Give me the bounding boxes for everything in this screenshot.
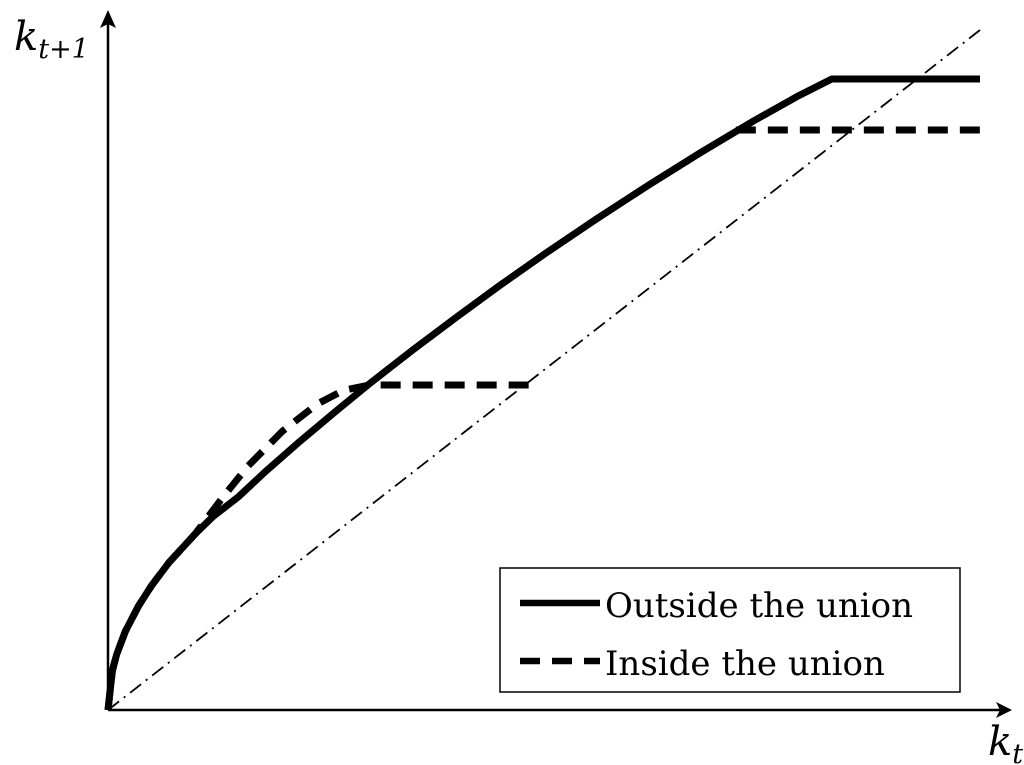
y-axis-label-main: k [14,14,38,60]
x-axis-label-sub: t [1012,739,1023,765]
y-axis-label-group: kt+1 [14,14,89,65]
y-axis-label-sub: t+1 [38,34,89,65]
x-axis-label-group: kt [988,719,1023,765]
axes [100,10,1012,718]
legend: Outside the union Inside the union [499,567,961,693]
y-axis-label: kt+1 [14,14,89,65]
series-inside-union-lower [104,381,536,711]
forty-five-degree-line [107,29,981,711]
y-axis-arrow-icon [100,10,116,28]
series-outside-union [104,75,980,711]
legend-label-inside-union: Inside the union [605,644,885,684]
x-axis-label-main: k [988,719,1012,765]
x-axis-label: kt [988,719,1023,765]
x-axis-arrow-icon [996,702,1012,718]
legend-box [499,567,961,693]
legend-label-outside-union: Outside the union [605,586,913,626]
series-layer [104,29,981,711]
